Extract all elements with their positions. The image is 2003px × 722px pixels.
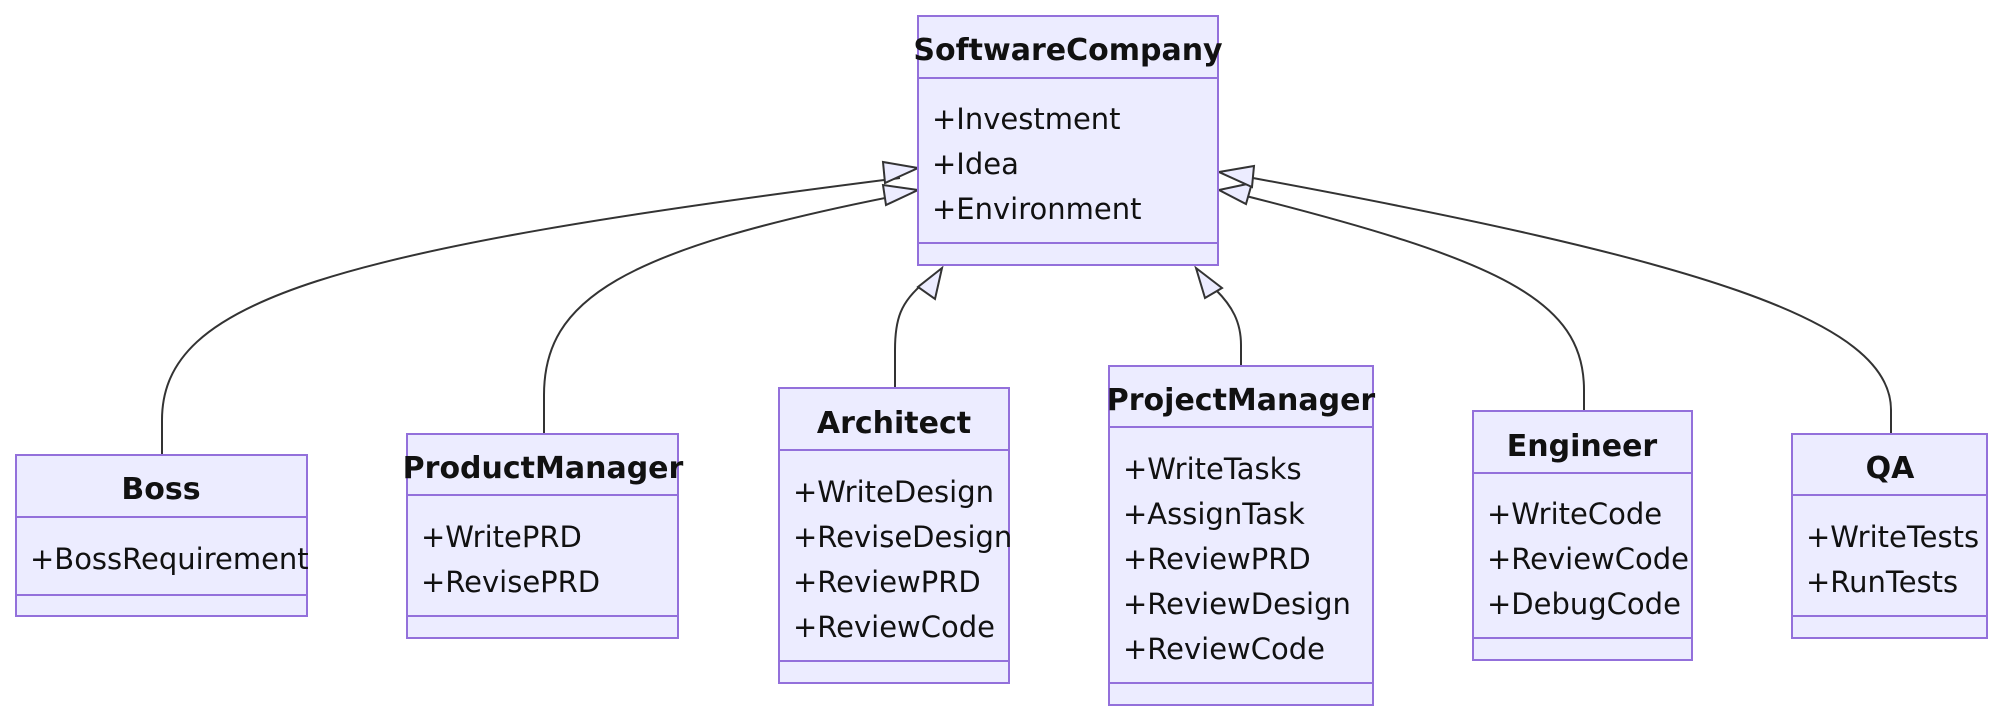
class-member: +ReviewCode bbox=[1123, 632, 1325, 666]
class-member: +ReviseDesign bbox=[793, 520, 1012, 554]
edge-projectmanager-to-softwarecompany bbox=[1215, 289, 1242, 366]
inheritance-arrowheads bbox=[881, 160, 1256, 301]
class-name: ProductManager bbox=[403, 451, 684, 486]
class-boss[interactable]: Boss +BossRequirement bbox=[15, 454, 309, 617]
edge-engineer-to-softwarecompany bbox=[1241, 194, 1585, 411]
class-name: Boss bbox=[121, 472, 200, 507]
class-member: +WriteCode bbox=[1487, 497, 1662, 531]
arrowhead-projectmanager bbox=[1194, 265, 1224, 300]
arrowhead-engineer bbox=[1216, 181, 1254, 206]
class-member: +Idea bbox=[932, 147, 1019, 181]
class-member: +WriteDesign bbox=[793, 475, 994, 509]
class-softwarecompany[interactable]: SoftwareCompany +Investment +Idea +Envir… bbox=[913, 15, 1223, 266]
class-member: +WriteTasks bbox=[1123, 452, 1302, 486]
class-qa[interactable]: QA +WriteTests +RunTests bbox=[1791, 433, 1988, 639]
arrowhead-architect bbox=[916, 265, 944, 301]
edge-qa-to-softwarecompany bbox=[1241, 175, 1892, 434]
class-member: +ReviewPRD bbox=[793, 565, 981, 599]
arrowhead-productmanager bbox=[881, 183, 922, 207]
class-projectmanager[interactable]: ProjectManager +WriteTasks +AssignTask +… bbox=[1107, 365, 1376, 706]
class-name: ProjectManager bbox=[1107, 383, 1376, 418]
class-name: Architect bbox=[817, 406, 971, 441]
class-member: +ReviewPRD bbox=[1123, 542, 1311, 576]
class-member: +Investment bbox=[932, 102, 1121, 136]
class-member: +BossRequirement bbox=[30, 542, 309, 576]
class-engineer[interactable]: Engineer +WriteCode +ReviewCode +DebugCo… bbox=[1472, 410, 1693, 661]
class-member: +RevisePRD bbox=[421, 565, 600, 599]
class-member: +ReviewDesign bbox=[1123, 587, 1351, 621]
arrowhead-boss bbox=[881, 160, 922, 185]
class-member: +WriteTests bbox=[1806, 520, 1979, 554]
edge-productmanager-to-softwarecompany bbox=[543, 194, 901, 434]
edge-boss-to-softwarecompany bbox=[161, 177, 901, 455]
arrowhead-qa bbox=[1215, 164, 1256, 189]
class-member: +ReviewCode bbox=[1487, 542, 1689, 576]
class-member: +AssignTask bbox=[1123, 497, 1305, 531]
class-member: +RunTests bbox=[1806, 565, 1958, 599]
class-name: SoftwareCompany bbox=[913, 33, 1223, 68]
class-name: Engineer bbox=[1507, 429, 1658, 464]
inheritance-edges bbox=[161, 175, 1892, 455]
class-name: QA bbox=[1866, 451, 1916, 486]
class-member: +Environment bbox=[932, 192, 1141, 226]
edge-architect-to-softwarecompany bbox=[894, 281, 926, 388]
class-member: +ReviewCode bbox=[793, 610, 995, 644]
class-productmanager[interactable]: ProductManager +WritePRD +RevisePRD bbox=[403, 433, 684, 639]
class-member: +WritePRD bbox=[421, 520, 582, 554]
class-member: +DebugCode bbox=[1487, 587, 1681, 621]
class-architect[interactable]: Architect +WriteDesign +ReviseDesign +Re… bbox=[778, 387, 1012, 684]
